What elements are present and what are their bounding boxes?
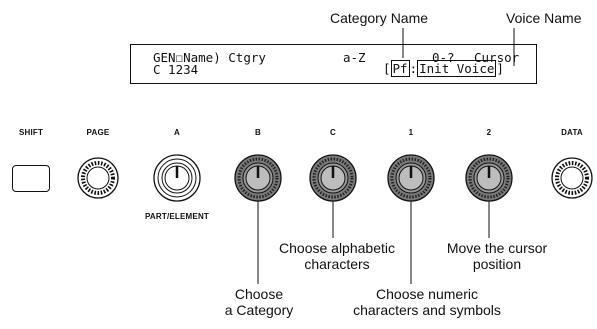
knob-2[interactable] [465,154,513,202]
category-annotation: Choose a Category [225,286,293,318]
lcd-gen-text: GEN [153,50,176,65]
lcd-cursor-block: ☐ [175,50,184,65]
shift-label: SHIFT [18,128,44,137]
knob-a[interactable] [153,154,201,202]
lcd-cursor-text: Cursor [474,50,520,65]
numeric-annotation-line-1: Choose numeric [376,286,478,302]
cursor-annotation-line-1: Move the cursor [446,240,548,256]
alpha-annotation-line-2: characters [304,256,370,272]
knob-1[interactable] [387,154,435,202]
lcd-bracket-open: [ [383,61,391,76]
lcd-line-2: C 1234 [153,62,199,77]
category-annotation-line-1: Choose [234,286,284,302]
alpha-annotation-line-1: Choose alphabetic [279,240,395,256]
page-dial[interactable] [77,157,119,199]
lcd-name-ctgry-text: Name) Ctgry [183,50,266,65]
lcd-category-field: Pf [390,60,410,77]
knob-a-label: A [174,128,180,137]
knob-b[interactable] [234,154,282,202]
lcd-separator: : [409,61,418,76]
data-dial[interactable] [551,157,593,199]
lcd-display [130,44,537,84]
cursor-annotation: Move the cursor position [447,240,547,272]
knob-1-label: 1 [408,128,414,137]
cursor-annotation-line-2: position [472,256,522,272]
knob-2-label: 2 [486,128,492,137]
lcd-line-1: GEN☐Name) Ctgry [153,50,266,65]
numeric-annotation-line-2: characters and symbols [353,302,501,318]
knob-c-label: C [330,128,336,137]
knob-b-label: B [255,128,261,137]
lcd-az-text: a-Z [343,50,366,65]
part-element-label: PART/ELEMENT [144,212,210,221]
shift-button[interactable] [12,165,50,192]
lcd-bracket-close: ] [496,61,504,76]
voice-name-callout: Voice Name [506,10,582,26]
knob-c[interactable] [309,154,357,202]
data-label: DATA [561,128,583,137]
category-name-callout: Category Name [330,10,429,26]
category-annotation-line-2: a Category [224,302,294,318]
page-label: PAGE [86,128,110,137]
lcd-name-field: [Pf:Init Voice] [383,60,504,77]
numeric-annotation: Choose numeric characters and symbols [353,286,501,318]
lcd-09-text: 0-? [432,50,455,65]
lcd-voice-name-field: Init Voice [417,60,497,77]
alpha-annotation: Choose alphabetic characters [279,240,395,272]
